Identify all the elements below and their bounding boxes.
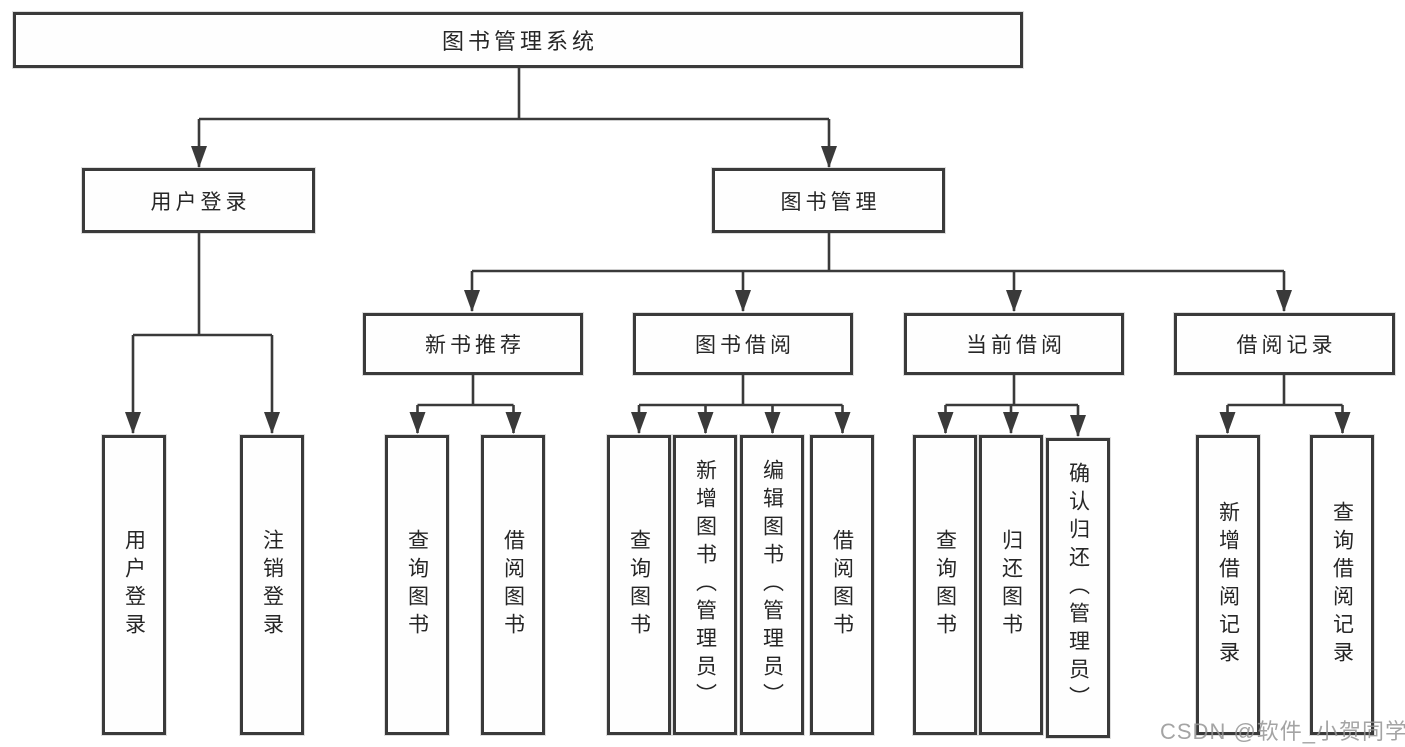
leaf-query-borrow-record: 查询借阅记录 — [1310, 435, 1374, 735]
node-user-login: 用户登录 — [82, 168, 315, 233]
connector-new-book-drop — [417, 375, 514, 407]
node-current-borrowing: 当前借阅 — [904, 313, 1124, 375]
leaf-confirm-return-admin: 确认归还（管理员） — [1046, 438, 1110, 738]
leaf-add-borrow-record: 新增借阅记录 — [1196, 435, 1260, 735]
leaf-borrow-books: 借阅图书 — [810, 435, 874, 735]
leaf-query-books-borrowing: 查询图书 — [607, 435, 671, 735]
leaf-add-books-admin: 新增图书（管理员） — [673, 435, 737, 735]
leaf-logout: 注销登录 — [240, 435, 304, 735]
node-borrow-records: 借阅记录 — [1174, 313, 1395, 375]
leaf-query-books-current: 查询图书 — [913, 435, 977, 735]
leaf-edit-books-admin: 编辑图书（管理员） — [740, 435, 804, 735]
connector-book-management-drop — [472, 233, 1284, 273]
connector-root-drop — [199, 68, 829, 121]
connector-borrow-records-drop — [1227, 375, 1343, 407]
leaf-user-login: 用户登录 — [102, 435, 166, 735]
connector-book-borrowing-drop — [639, 375, 843, 407]
leaf-query-books-recommend: 查询图书 — [385, 435, 449, 735]
node-book-borrowing: 图书借阅 — [633, 313, 853, 375]
leaf-borrow-books-recommend: 借阅图书 — [481, 435, 545, 735]
node-new-book-recommend: 新书推荐 — [363, 313, 583, 375]
node-root-system: 图书管理系统 — [13, 12, 1023, 68]
node-book-management: 图书管理 — [712, 168, 945, 233]
connector-user-login-drop — [133, 233, 272, 337]
leaf-return-books: 归还图书 — [979, 435, 1043, 735]
connector-current-borrowing-drop — [945, 375, 1078, 407]
